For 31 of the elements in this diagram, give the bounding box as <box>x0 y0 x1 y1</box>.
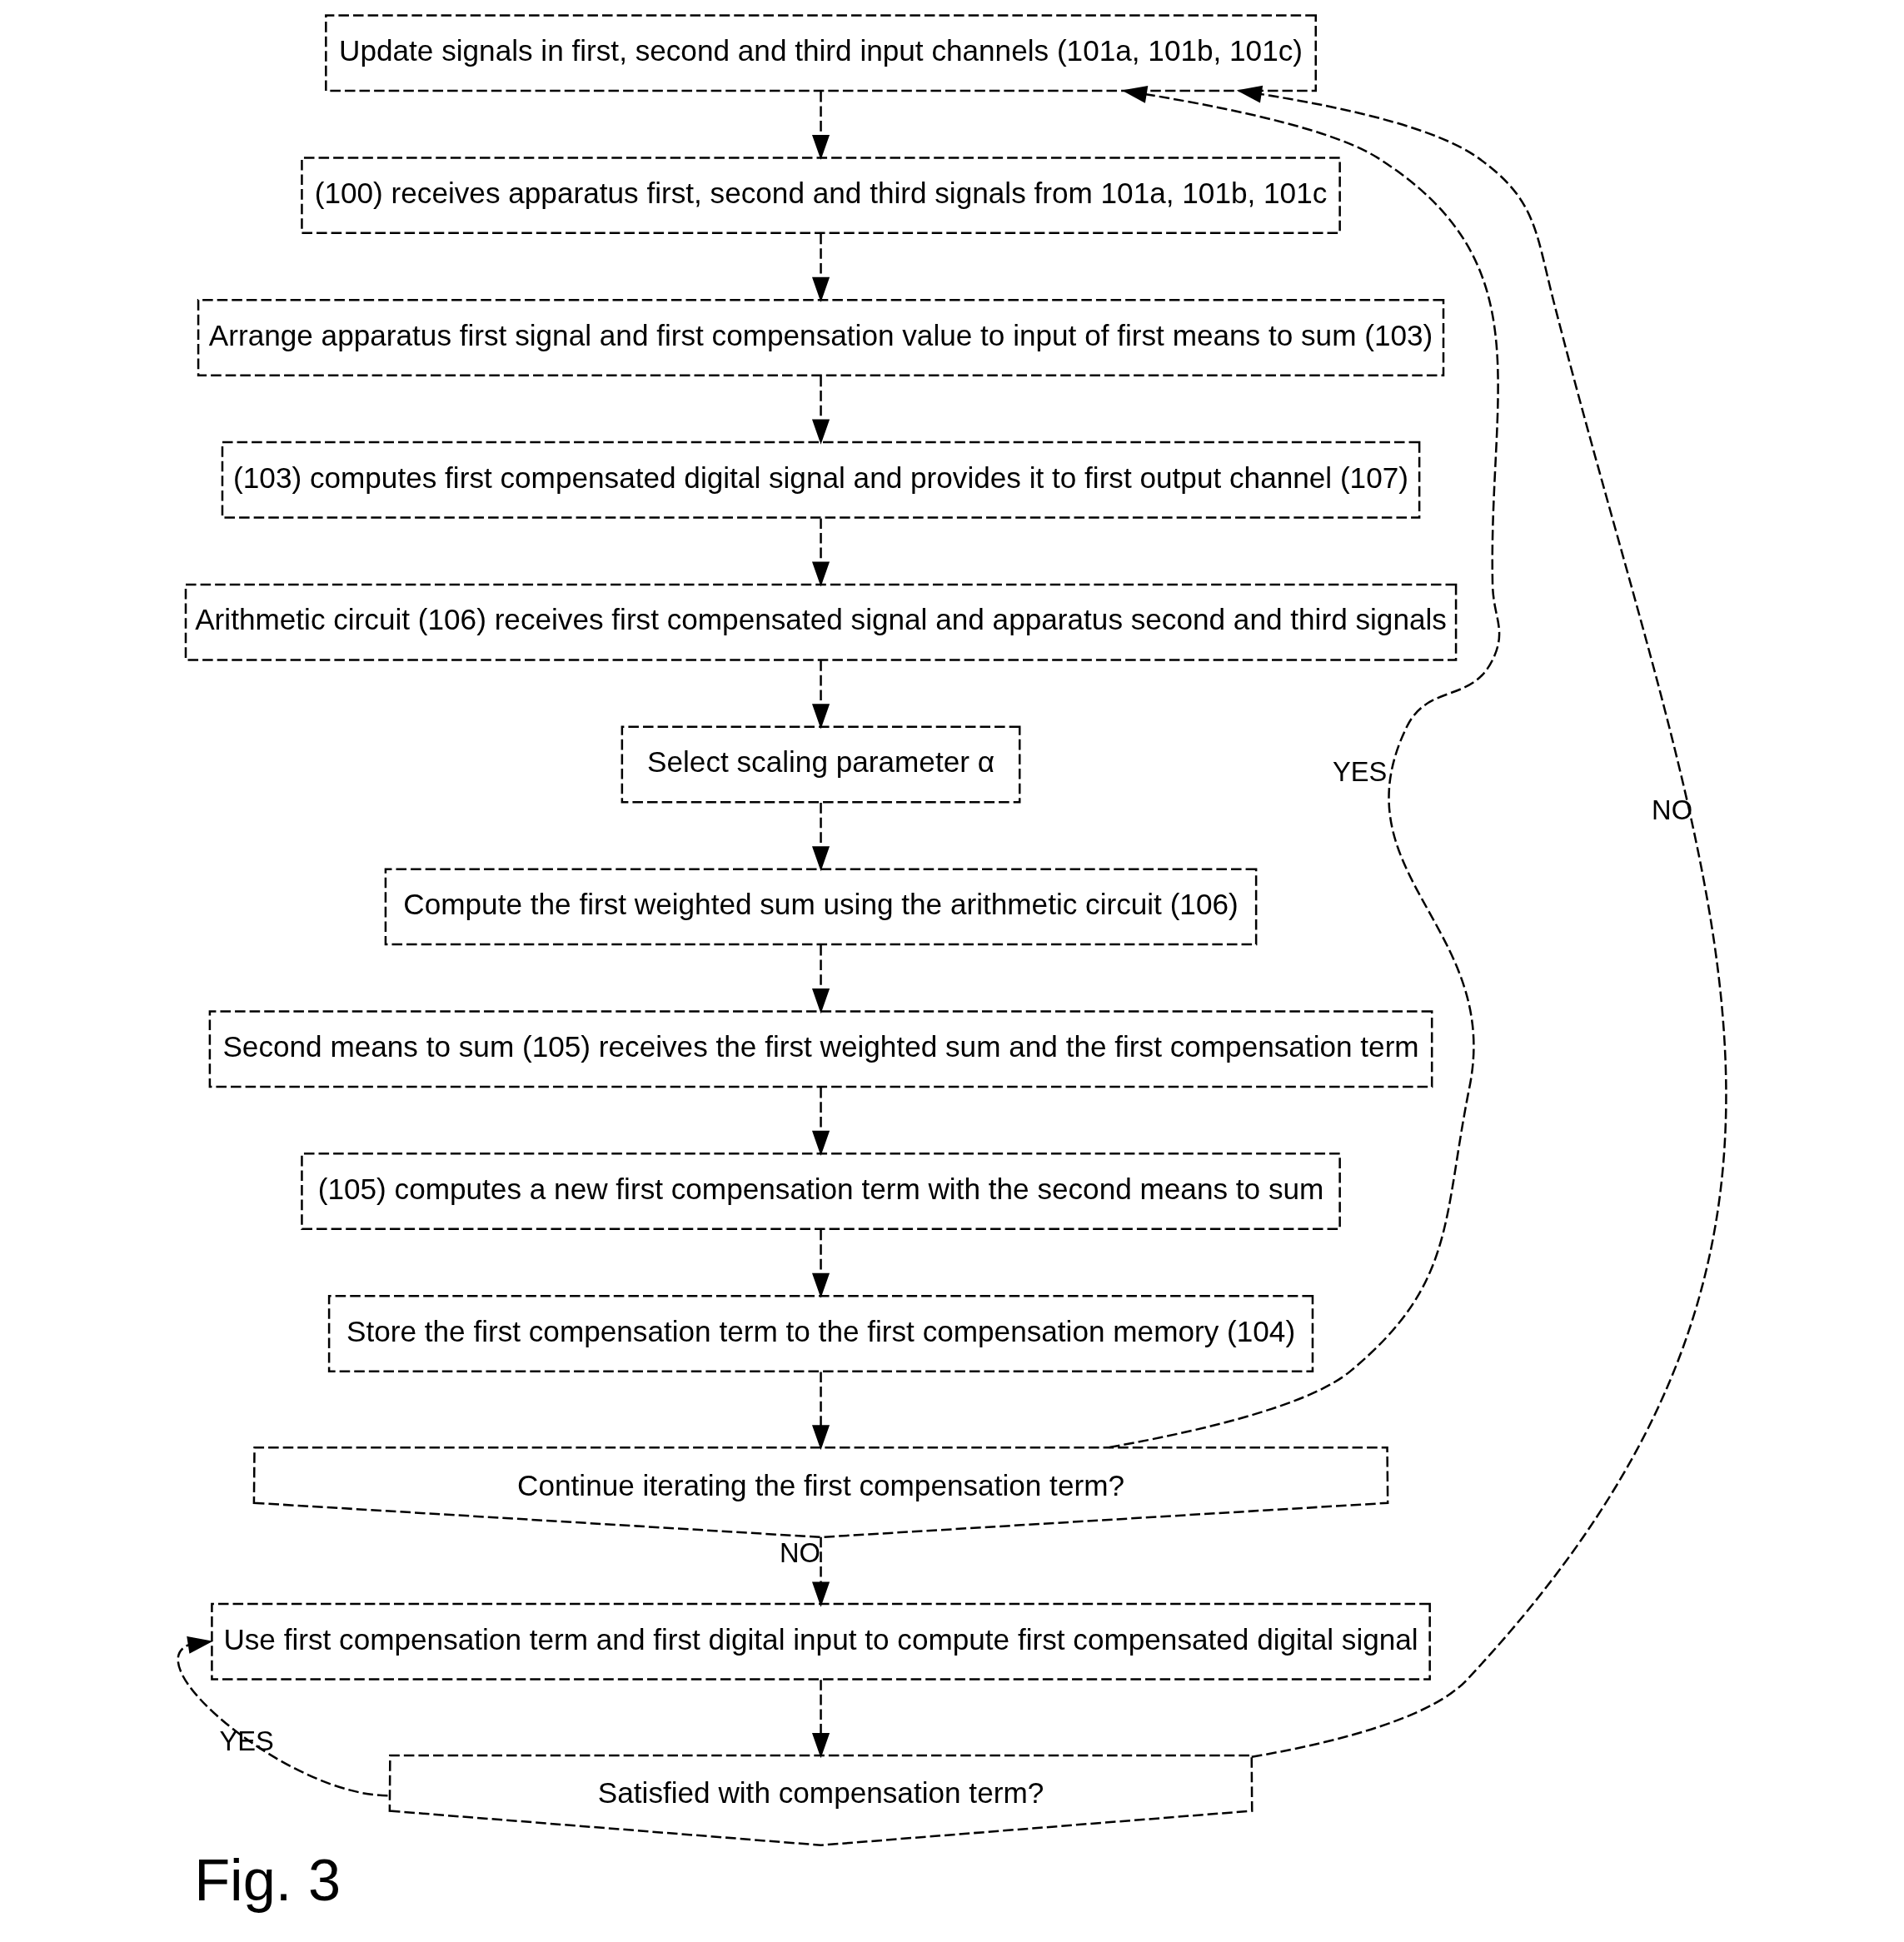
arrow <box>812 660 830 729</box>
arrow <box>812 1536 830 1607</box>
arrow <box>812 1229 830 1298</box>
node-box: Select scaling parameter α <box>621 725 1021 804</box>
arrow <box>812 1087 830 1156</box>
edge-label: NO <box>779 1537 820 1569</box>
node-box: Store the first compensation term to the first compensation memory (104) <box>327 1294 1314 1372</box>
node-box: Update signals in first, second and third input channels (101a, 101b, 101c) <box>325 14 1317 92</box>
edge-label: NO <box>1652 794 1693 826</box>
arrow <box>177 1636 388 1797</box>
arrow <box>812 1372 830 1451</box>
node-box: Compute the first weighted sum using the arithmetic circuit (106) <box>384 868 1258 946</box>
node-box: Arrange apparatus first signal and first compensation value to input of first means to sum (103) <box>197 299 1445 376</box>
arrow <box>1109 85 1501 1449</box>
arrow <box>812 233 830 302</box>
arrow <box>812 91 830 161</box>
edge-label: YES <box>219 1725 274 1757</box>
arrow <box>812 803 830 872</box>
node-box: Second means to sum (105) receives the first weighted sum and the first compensation term <box>208 1010 1433 1088</box>
node-box: (103) computes first compensated digital signal and provides it to first output channel (107) <box>221 441 1421 519</box>
node-box: Arithmetic circuit (106) receives first compensated signal and apparatus second and third signals <box>184 583 1458 661</box>
caption: Fig. 3 <box>194 1846 341 1913</box>
arrow <box>812 944 830 1014</box>
edge-label: YES <box>1333 755 1388 787</box>
arrow <box>812 1680 830 1759</box>
node-box: (105) computes a new first compensation term with the second means to sum <box>301 1153 1341 1231</box>
node-box: (100) receives apparatus first, second and third signals from 101a, 101b, 101c <box>301 157 1341 235</box>
arrow <box>812 376 830 445</box>
arrow <box>812 518 830 587</box>
node-box: Use first compensation term and first digital input to compute first compensated digital signal <box>211 1602 1431 1681</box>
arrow <box>1236 85 1726 1759</box>
